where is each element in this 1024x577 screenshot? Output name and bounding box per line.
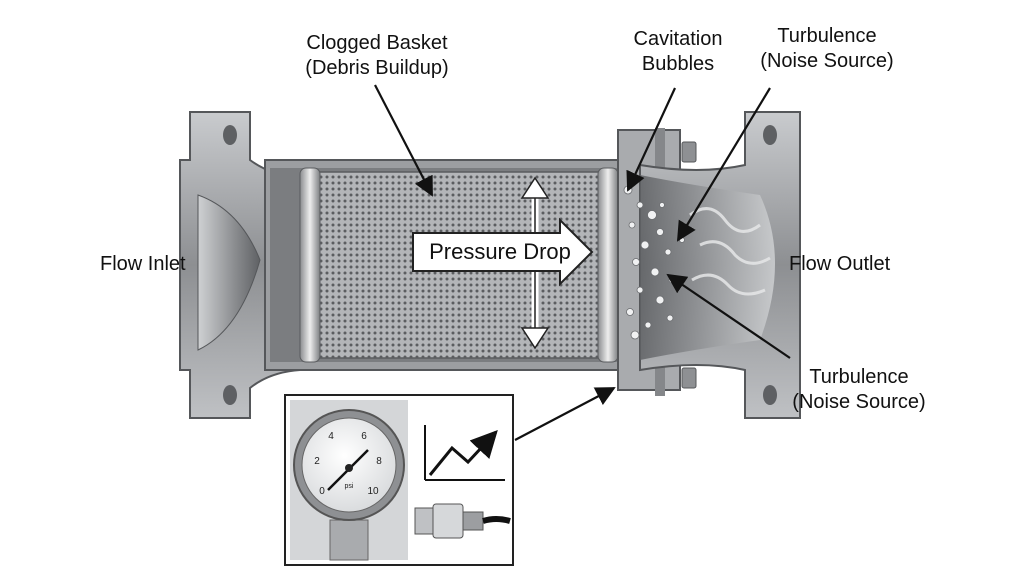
turbulence-swirls: [689, 207, 771, 296]
turbulence-top-label: Turbulence (Noise Source): [742, 24, 912, 74]
turbulence-bottom-label-line2: (Noise Source): [792, 391, 926, 413]
leader-cavitation: [626, 87, 676, 192]
pressure-drop-label: Pressure Drop: [429, 239, 571, 264]
turbulence-bottom-label: Turbulence (Noise Source): [774, 365, 944, 415]
cavitation-label: Cavitation Bubbles: [623, 27, 733, 77]
bolt-bottom: [681, 367, 697, 389]
gauge-scale-labels: 0 2 4 6 8 10 psi: [314, 431, 382, 497]
pressure-drop-arrow: [412, 217, 594, 287]
pressure-gauge: 0 2 4 6 8 10 psi: [293, 409, 405, 521]
gauge-tick-8: 8: [376, 456, 382, 467]
turbulence-top-label-line1: Turbulence: [777, 25, 877, 47]
clogged-basket-label-line2: (Debris Buildup): [305, 57, 449, 79]
instrument-inset: 0 2 4 6 8 10 psi: [284, 394, 514, 566]
gauge-unit: psi: [345, 483, 354, 490]
leader-instrument: [514, 387, 616, 441]
clogged-basket-label: Clogged Basket (Debris Buildup): [292, 31, 462, 81]
flow-inlet-label: Flow Inlet: [100, 253, 186, 275]
leader-lines: [374, 84, 791, 441]
turbulence-top-label-line2: (Noise Source): [760, 50, 894, 72]
gauge-tick-10: 10: [367, 486, 379, 497]
gauge-tick-2: 2: [314, 456, 320, 467]
bolt-top: [681, 141, 697, 163]
clogged-basket-label-line1: Clogged Basket: [306, 32, 448, 54]
gauge-tick-6: 6: [361, 431, 367, 442]
gauge-tick-0: 0: [319, 486, 325, 497]
pressure-sensor-icon: [414, 503, 511, 539]
gauge-tick-4: 4: [328, 431, 334, 442]
cavitation-label-line2: Bubbles: [641, 53, 715, 75]
turbulence-bottom-label-line1: Turbulence: [809, 366, 909, 388]
leader-turbulence-bottom: [666, 273, 791, 359]
leader-turbulence-top: [676, 87, 771, 242]
outlet-flange: [617, 111, 801, 419]
flow-outlet-label: Flow Outlet: [789, 253, 891, 275]
leader-clogged-basket: [374, 84, 433, 197]
cavitation-label-line1: Cavitation: [633, 28, 723, 50]
trend-graph-icon: [424, 425, 505, 481]
